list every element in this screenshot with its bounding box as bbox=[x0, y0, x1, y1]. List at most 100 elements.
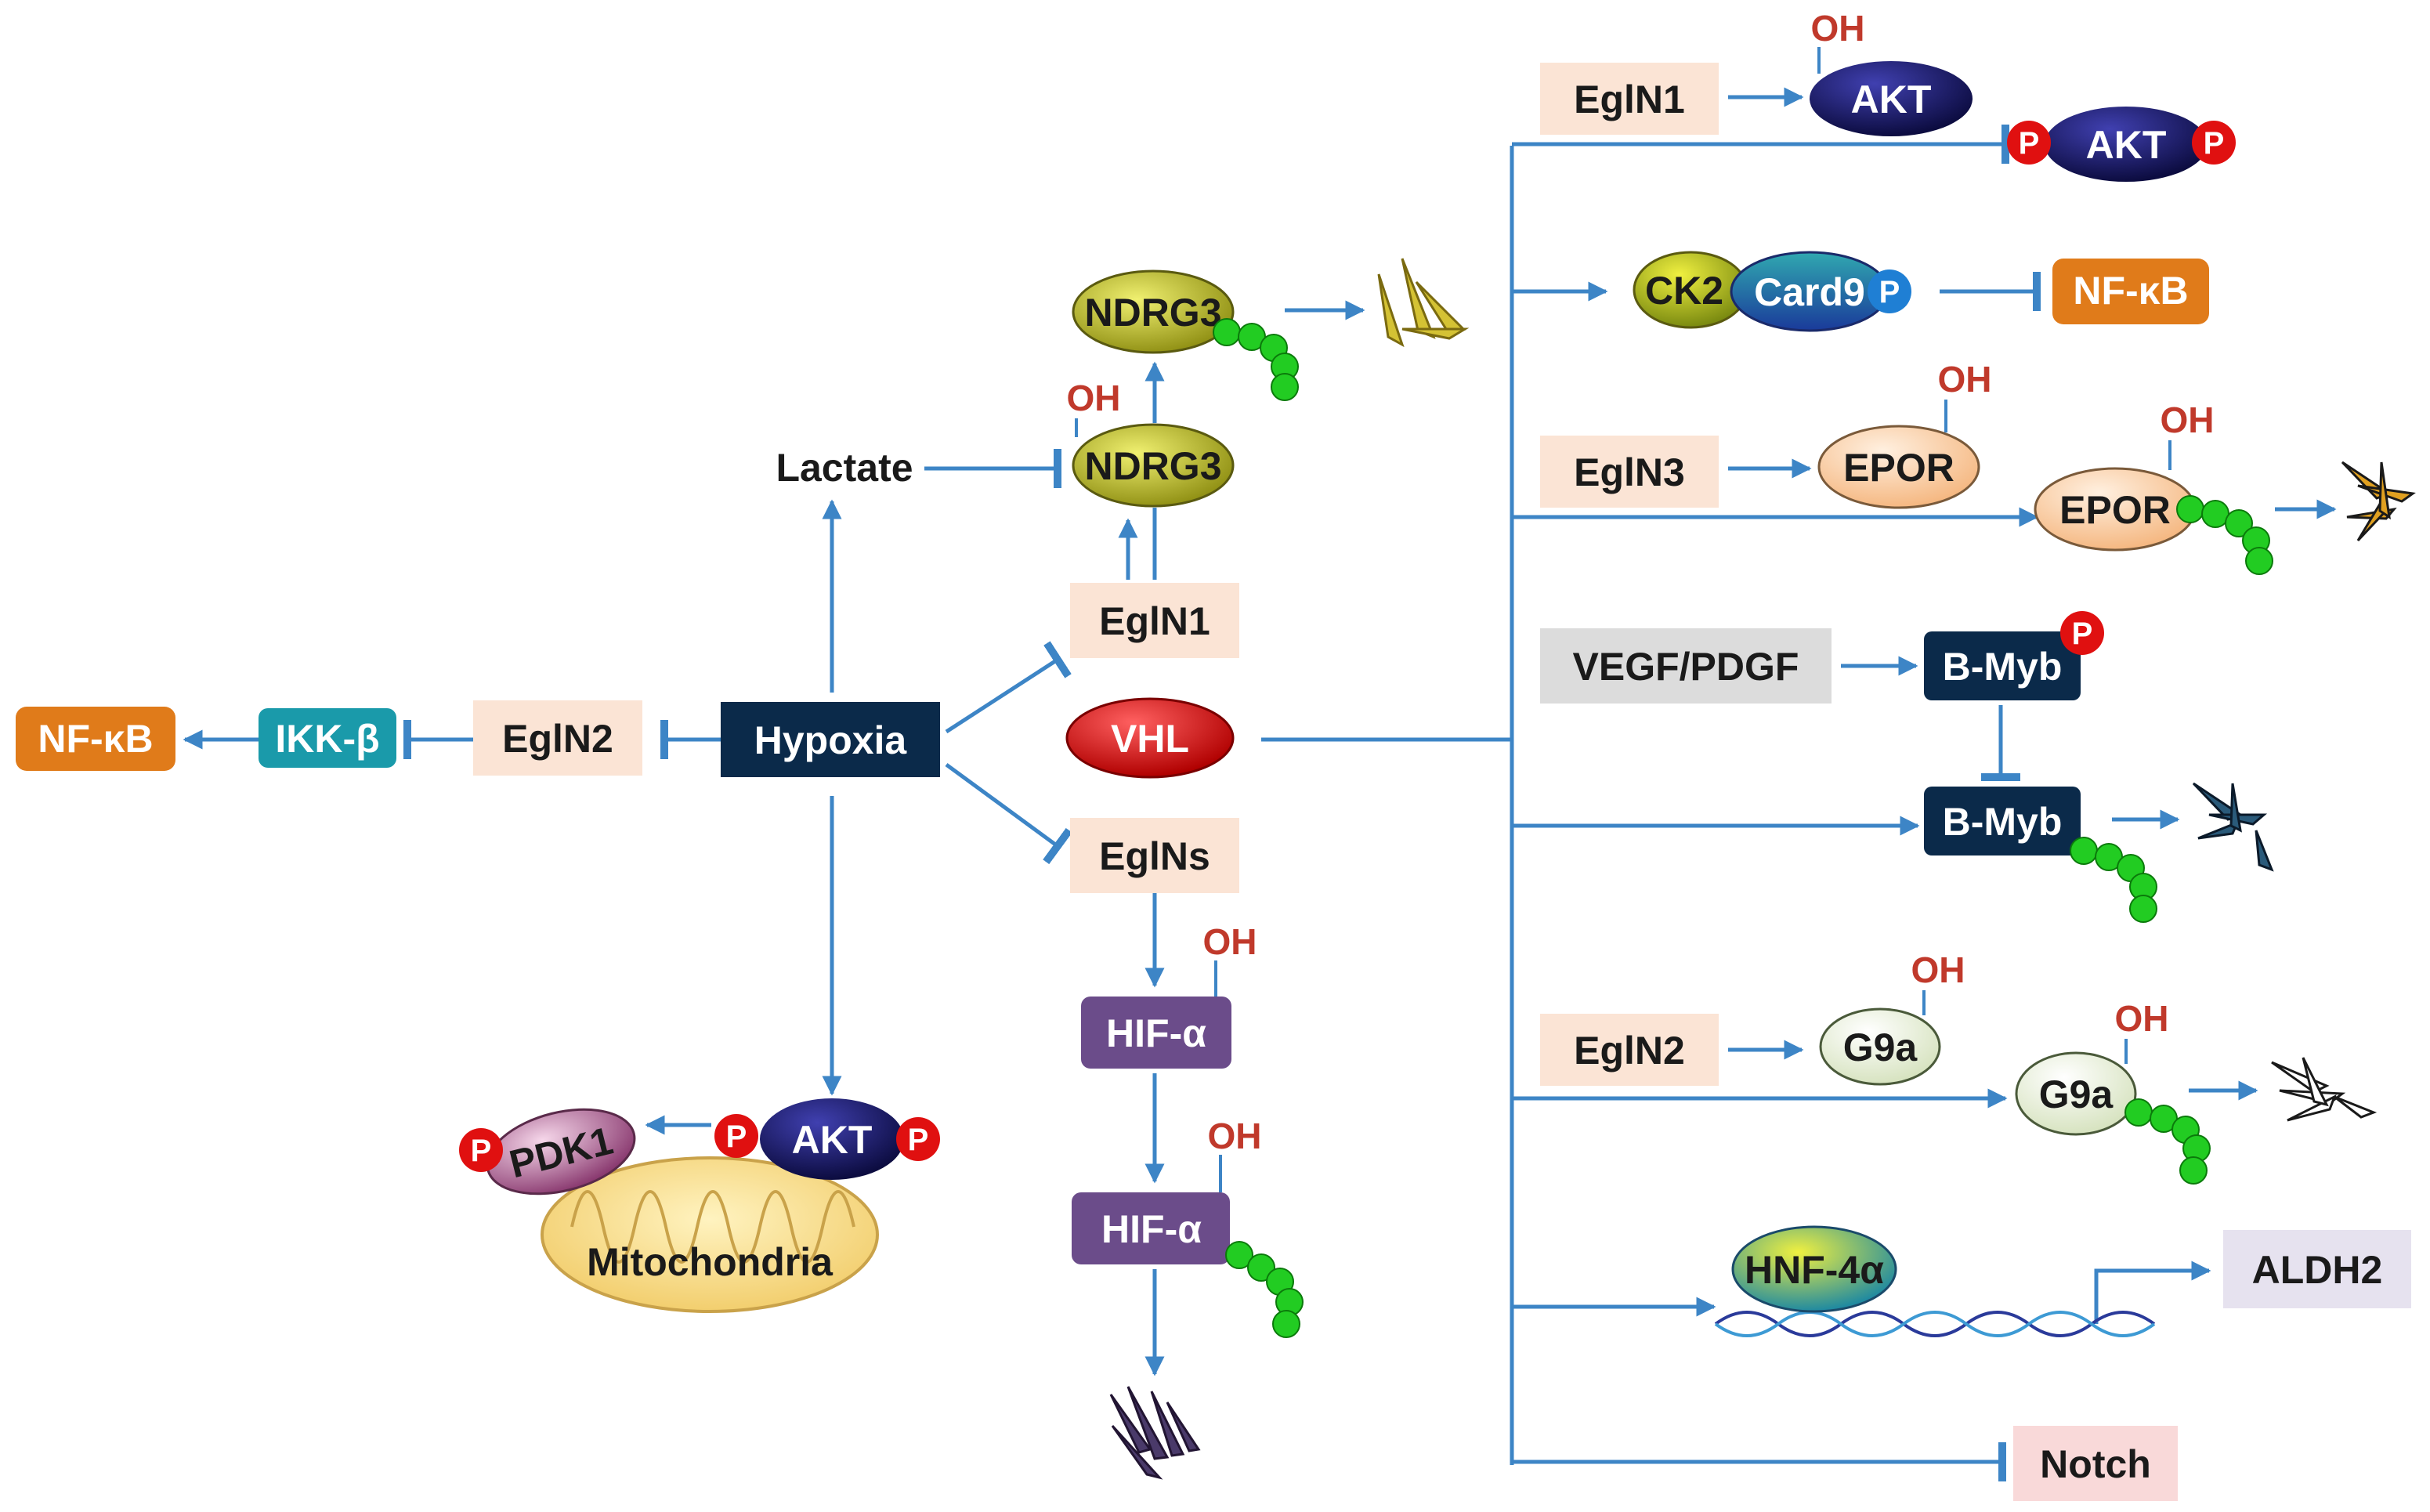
akt-left-phospho-label-2: P bbox=[908, 1123, 929, 1157]
ikk-beta-box bbox=[259, 708, 396, 768]
g9a-2-oh-label: OH bbox=[2115, 998, 2169, 1039]
lactate-label: Lactate bbox=[776, 446, 913, 490]
epor-degradation-icon bbox=[2341, 461, 2416, 542]
akt-phos-badge-2 bbox=[2192, 121, 2236, 165]
aldh2-label: ALDH2 bbox=[2252, 1248, 2383, 1292]
epor-2-label: EPOR bbox=[2059, 488, 2171, 532]
bmyb-1-box bbox=[1924, 631, 2081, 700]
egln1-right-box bbox=[1540, 63, 1719, 135]
hif-lower-label: HIF-α bbox=[1101, 1207, 1202, 1251]
bmyb-2-label: B-Myb bbox=[1943, 800, 2063, 844]
hnf4a-label: HNF-4α bbox=[1745, 1248, 1884, 1292]
ndrg3-ub-ellipse bbox=[1072, 269, 1235, 354]
bmyb-1-label: B-Myb bbox=[1943, 645, 2063, 689]
hypoxia-inhibits-eglns bbox=[945, 762, 1072, 865]
ikk-beta-label: IKK-β bbox=[275, 717, 379, 761]
notch-box bbox=[2013, 1426, 2178, 1501]
egln3-label: EglN3 bbox=[1574, 450, 1685, 494]
nfkb-right-box bbox=[2052, 259, 2209, 324]
dna-helix bbox=[1714, 1311, 2156, 1337]
ck2-label: CK2 bbox=[1645, 269, 1723, 313]
hif-upper-box bbox=[1081, 997, 1231, 1069]
ndrg3-oh-ellipse bbox=[1072, 423, 1235, 508]
akt-left-phospho-label-1: P bbox=[726, 1120, 747, 1154]
mitochondria: Mitochondria bbox=[541, 1156, 879, 1313]
egln1-center-label: EglN1 bbox=[1099, 599, 1210, 643]
akt-phos-badge-2-label: P bbox=[2204, 126, 2225, 161]
nfkb-left-box bbox=[16, 707, 175, 771]
egln2-left-box bbox=[473, 700, 642, 776]
connectors bbox=[183, 87, 2337, 1481]
hypoxia-box bbox=[721, 702, 940, 777]
g9a-1-oh-label: OH bbox=[1911, 950, 1965, 990]
nfkb-right-label: NF-κB bbox=[2073, 269, 2188, 313]
epor-2-oh-label: OH bbox=[2161, 400, 2215, 440]
g9a-2-ellipse bbox=[2015, 1051, 2137, 1136]
bmyb-ubiquitin-chain bbox=[2070, 837, 2157, 923]
mitochondria-cristae bbox=[570, 1190, 855, 1264]
epor-1-label: EPOR bbox=[1843, 446, 1954, 490]
hnf4a-ellipse bbox=[1731, 1225, 1897, 1313]
notch-label: Notch bbox=[2040, 1442, 2151, 1486]
vhl-label: VHL bbox=[1111, 717, 1189, 761]
ndrg3-ub-label: NDRG3 bbox=[1084, 291, 1221, 335]
vhl-ellipse bbox=[1065, 697, 1235, 779]
dna-to-aldh2 bbox=[2094, 1261, 2211, 1324]
g9a-ubiquitin-chain bbox=[2124, 1098, 2211, 1185]
epor-ubiquitin-chain bbox=[2176, 495, 2273, 575]
ndrg3-oh-label: OH bbox=[1067, 378, 1121, 418]
akt-phos-badge-1-label: P bbox=[2019, 126, 2040, 161]
egln2-right-box bbox=[1540, 1014, 1719, 1086]
akt-left-ellipse bbox=[760, 1098, 904, 1180]
mitochondria-outer bbox=[541, 1156, 879, 1313]
hypoxia-inhibits-egln1 bbox=[945, 641, 1072, 734]
bmyb-degradation-icon bbox=[2192, 782, 2274, 872]
eglns-label: EglNs bbox=[1099, 834, 1210, 878]
aldh2-box bbox=[2223, 1230, 2411, 1308]
akt-oh-label: AKT bbox=[1851, 78, 1932, 121]
card9-phospho-badge bbox=[1868, 269, 1911, 313]
hif-upper-label: HIF-α bbox=[1106, 1011, 1206, 1055]
hif-ubiquitin-chain bbox=[1225, 1241, 1304, 1338]
epor-1-oh-label: OH bbox=[1938, 359, 1992, 400]
nfkb-left-label: NF-κB bbox=[38, 717, 153, 761]
akt-left-phospho-badge-2 bbox=[896, 1117, 940, 1161]
hif-lower-oh-label: OH bbox=[1208, 1116, 1262, 1156]
bmyb-phospho-label: P bbox=[2072, 617, 2093, 651]
akt-oh-ellipse bbox=[1810, 61, 1973, 136]
akt-left-label: AKT bbox=[792, 1118, 873, 1162]
akt-oh-oh-label: OH bbox=[1811, 8, 1865, 49]
mitochondria-label: Mitochondria bbox=[587, 1240, 834, 1284]
ndrg3-ubiquitin-chain bbox=[1213, 318, 1299, 401]
hypoxia-label: Hypoxia bbox=[754, 718, 908, 762]
pdk1-phospho-badge bbox=[459, 1128, 503, 1172]
bmyb-2-box bbox=[1924, 787, 2081, 855]
g9a-2-label: G9a bbox=[2039, 1073, 2114, 1116]
akt-left-phospho-badge-1 bbox=[714, 1114, 758, 1158]
pdk1-group: PDK1 bbox=[486, 1108, 636, 1195]
egln1-right-label: EglN1 bbox=[1574, 78, 1685, 121]
akt-phos-label: AKT bbox=[2086, 123, 2167, 167]
egln3-box bbox=[1540, 436, 1719, 508]
card9-label: Card9 bbox=[1754, 270, 1865, 314]
g9a-1-label: G9a bbox=[1843, 1025, 1918, 1069]
eglns-box bbox=[1070, 818, 1239, 893]
hif-degradation-icon bbox=[1109, 1386, 1201, 1480]
vegf-pdgf-box bbox=[1540, 628, 1832, 704]
pdk1-phospho-label: P bbox=[471, 1134, 492, 1168]
epor-1-ellipse bbox=[1817, 425, 1980, 509]
bmyb-phospho-badge bbox=[2060, 611, 2104, 655]
akt-phos-ellipse bbox=[2045, 107, 2208, 182]
hif-lower-box bbox=[1072, 1192, 1230, 1264]
egln2-right-label: EglN2 bbox=[1574, 1029, 1685, 1073]
vegf-pdgf-label: VEGF/PDGF bbox=[1573, 645, 1799, 689]
akt-phos-badge-1 bbox=[2007, 121, 2051, 165]
egln2-left-label: EglN2 bbox=[502, 717, 613, 761]
g9a-degradation-icon bbox=[2271, 1057, 2378, 1122]
ndrg3-degradation-icon bbox=[1377, 258, 1470, 348]
card9-phospho-label: P bbox=[1879, 275, 1900, 309]
g9a-1-ellipse bbox=[1819, 1007, 1941, 1086]
ndrg3-oh-text: NDRG3 bbox=[1084, 444, 1221, 488]
hif-upper-oh-label: OH bbox=[1203, 921, 1257, 962]
